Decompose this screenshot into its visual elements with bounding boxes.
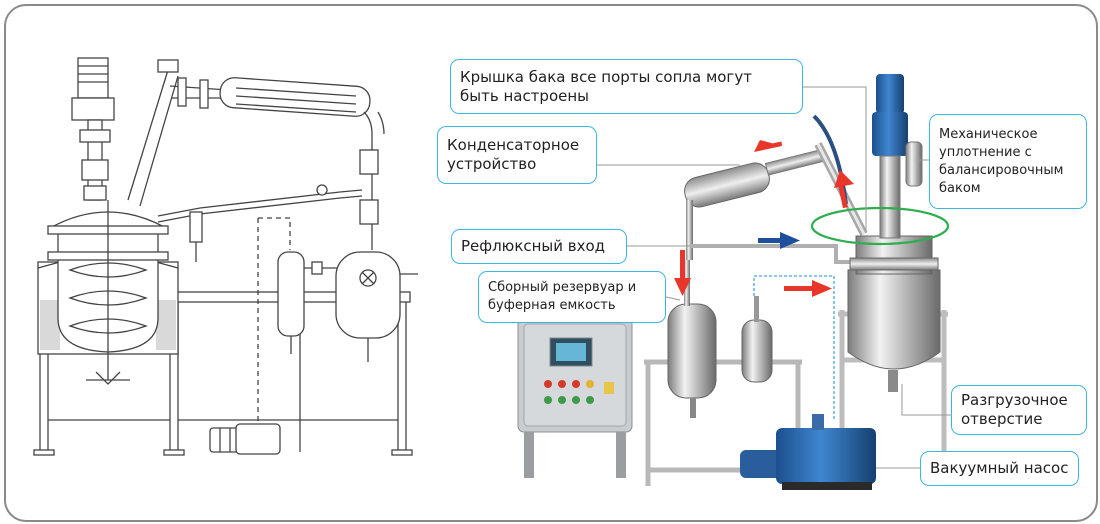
callout-condenser: Конденсаторное устройство — [437, 126, 597, 184]
callout-leader-lines — [596, 86, 951, 469]
flow-arrows-red — [674, 140, 854, 297]
callout-vacuum-pump: Вакуумный насос — [920, 451, 1079, 486]
callout-mechanical-seal-text: Механическое уплотнение с балансировочны… — [939, 126, 1064, 196]
callout-tank-lid-text: Крышка бака все порты сопла могут быть н… — [460, 67, 752, 105]
lid-highlight-ring — [810, 206, 950, 246]
callout-tank-lid: Крышка бака все порты сопла могут быть н… — [450, 59, 803, 114]
callout-vacuum-pump-text: Вакуумный насос — [930, 459, 1069, 477]
vacuum-pump-unit — [740, 414, 876, 490]
callout-collection-tank: Сборный резервуар и буферная емкость — [478, 271, 666, 323]
flow-arrow-blue — [758, 232, 800, 249]
receiver-tank — [667, 260, 717, 418]
callout-mechanical-seal: Механическое уплотнение с балансировочны… — [929, 114, 1087, 209]
condenser-unit — [684, 148, 828, 260]
callout-condenser-text: Конденсаторное устройство — [447, 136, 580, 173]
reactor-vessel — [847, 235, 941, 392]
callout-discharge-text: Разгрузочное отверстие — [961, 391, 1068, 428]
buffer-tank — [741, 296, 773, 383]
callout-discharge: Разгрузочное отверстие — [951, 385, 1087, 435]
agitator-motor — [872, 74, 923, 239]
control-cabinet — [517, 317, 633, 478]
callout-reflux-inlet: Рефлюксный вход — [451, 229, 627, 264]
callout-reflux-inlet-text: Рефлюксный вход — [461, 237, 606, 255]
callout-collection-tank-text: Сборный резервуар и буферная емкость — [488, 280, 637, 313]
